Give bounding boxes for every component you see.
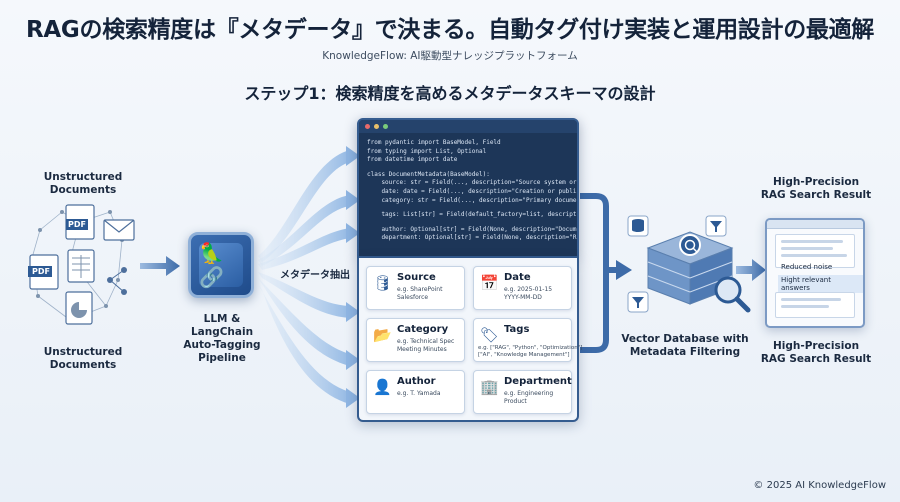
document-icon-2 [28, 254, 59, 290]
result-reduced-noise: Reduced noise [781, 263, 833, 271]
code-line: from pydantic import BaseModel, Field [367, 139, 501, 146]
code-line: department: Optional[str] = Field(None, … [367, 234, 577, 242]
unstructured-documents-label-top: Unstructured Documents [43, 171, 123, 196]
code-line: tags: List[str] = Field(default_factory=… [367, 211, 577, 219]
copyright-footer: © 2025 AI KnowledgeFlow [753, 480, 886, 491]
window-titlebar [359, 120, 577, 133]
maximize-dot-icon [383, 124, 388, 129]
parrot-link-icon: 🦜🔗 [199, 241, 243, 289]
card-example: e.g. SharePoint Salesforce [397, 286, 443, 301]
result-titlebar [767, 220, 863, 229]
card-category: 📂 Category e.g. Technical Spec Meeting M… [366, 318, 465, 362]
card-example: e.g. Engineering Product [504, 390, 554, 405]
code-line: class DocumentMetadata(BaseModel): [367, 170, 490, 178]
card-title: Department [504, 376, 572, 387]
flow-streams [258, 150, 350, 404]
page-subtitle: KnowledgeFlow: AI駆動型ナレッジプラットフォーム [322, 50, 578, 62]
page-title: RAGの検索精度は『メタデータ』で決まる。自動タグ付け実装と運用設計の最適解 [26, 17, 874, 43]
card-title: Date [504, 272, 531, 283]
step-title: ステップ1：検索精度を高めるメタデータスキーマの設計 [244, 84, 656, 103]
arrow-to-result [736, 259, 766, 281]
calendar-icon: 📅 [480, 274, 499, 292]
card-tags: 🏷 Tags e.g. ["RAG", "Python", "Optimizat… [473, 318, 582, 362]
result-label-bottom: High-Precision RAG Search Result [760, 340, 872, 365]
unstructured-documents-label-bottom: Unstructured Documents [43, 346, 123, 371]
person-icon: 👤 [373, 378, 392, 396]
database-small-icon [627, 215, 649, 237]
pdf-label-2: PDF [32, 267, 50, 276]
card-example: e.g. ["RAG", "Python", "Optimization"] [… [478, 345, 583, 358]
document-icon [65, 204, 95, 240]
search-result-window: Reduced noise Hight relevant answers [765, 218, 865, 328]
code-line: from datetime import date [367, 156, 458, 164]
code-line: category: str = Field(..., description="… [367, 196, 577, 204]
spreadsheet-icon [67, 249, 95, 283]
chart-document-icon [65, 291, 93, 325]
minimize-dot-icon [374, 124, 379, 129]
metadata-fields-panel: 🛢 Source e.g. SharePoint Salesforce 📅 Da… [357, 258, 582, 422]
card-author: 👤 Author e.g. T. Yamada [366, 370, 465, 414]
card-title: Category [397, 324, 449, 335]
card-example: e.g. Technical Spec Meeting Minutes [397, 338, 455, 353]
card-title: Source [397, 272, 436, 283]
code-line: date: date = Field(..., description="Cre… [367, 187, 577, 195]
database-icon: 🛢 [373, 274, 393, 292]
result-item [775, 234, 855, 268]
magnifier-icon [714, 276, 751, 313]
card-title: Author [397, 376, 436, 387]
card-source: 🛢 Source e.g. SharePoint Salesforce [366, 266, 465, 310]
tag-icon: 🏷 [480, 326, 500, 344]
close-dot-icon [365, 124, 370, 129]
card-example: e.g. 2025-01-15 YYYY-MM-DD [504, 286, 553, 301]
share-icon [107, 267, 127, 295]
vector-database-label: Vector Database with Metadata Filtering [621, 333, 749, 358]
pdf-label: PDF [68, 220, 86, 229]
card-department: 🏢 Department e.g. Engineering Product [473, 370, 572, 414]
code-line: source: str = Field(..., description="So… [367, 179, 577, 187]
filter-icon [705, 215, 727, 237]
metadata-extraction-label: メタデータ抽出 [280, 270, 350, 281]
result-relevant-answers: Hight relevant answers [778, 275, 863, 293]
flow-arrowheads [346, 146, 360, 408]
merge-connector [580, 193, 609, 353]
pipeline-label: LLM & LangChain Auto-Tagging Pipeline [183, 313, 261, 364]
card-date: 📅 Date e.g. 2025-01-15 YYYY-MM-DD [473, 266, 572, 310]
mail-icon [103, 219, 135, 241]
llm-pipeline-chip: 🦜🔗 [188, 232, 254, 298]
card-title: Tags [504, 324, 530, 335]
building-icon: 🏢 [480, 378, 499, 396]
filter-icon-2 [627, 291, 649, 313]
search-icon [679, 234, 701, 256]
card-example: e.g. T. Yamada [397, 390, 441, 397]
arrow-to-pipeline [140, 256, 180, 276]
code-line: author: Optional[str] = Field(None, desc… [367, 225, 577, 233]
code-line: from typing import List, Optional [367, 147, 487, 155]
result-label-top: High-Precision RAG Search Result [760, 176, 872, 201]
folder-icon: 📂 [373, 326, 392, 344]
